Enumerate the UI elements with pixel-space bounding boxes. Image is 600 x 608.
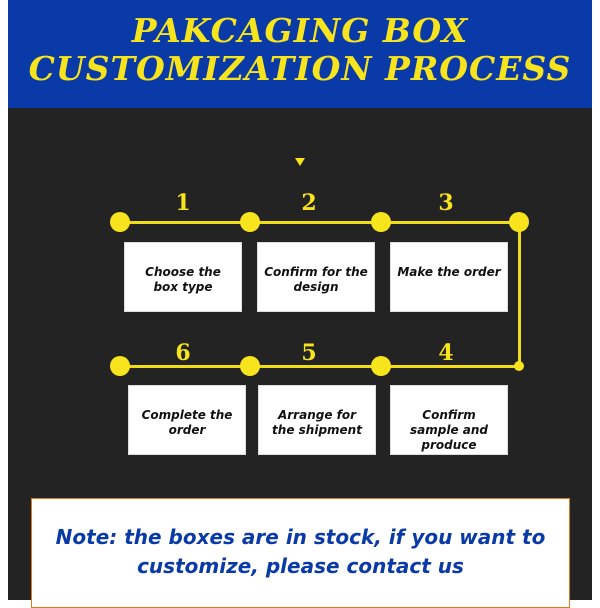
step-number: 3 (438, 190, 454, 216)
node-dot (509, 212, 529, 232)
node-dot (514, 361, 524, 371)
step-card-6: Complete the order (128, 385, 246, 455)
step-number: 6 (175, 340, 191, 366)
step-label: Arrange for the shipment (272, 408, 362, 437)
node-dot (371, 356, 391, 376)
step-label: Make the order (397, 265, 501, 279)
top-connector-line (120, 221, 519, 224)
node-dot (110, 356, 130, 376)
step-card-2: Confirm for the design (257, 242, 375, 312)
right-connector-line (518, 222, 521, 366)
step-card-5: Arrange for the shipment (258, 385, 376, 455)
step-card-1: Choose the box type (124, 242, 242, 312)
step-label: Confirm sample and produce (410, 408, 488, 452)
header-banner: PAKCAGING BOX CUSTOMIZATION PROCESS (8, 0, 592, 108)
title-line-2: CUSTOMIZATION PROCESS (28, 49, 572, 88)
step-number: 5 (301, 340, 317, 366)
node-dot (240, 356, 260, 376)
node-dot (371, 212, 391, 232)
node-dot (240, 212, 260, 232)
title-line-1: PAKCAGING BOX (131, 11, 469, 50)
step-card-4: Confirm sample and produce (390, 385, 508, 455)
step-card-3: Make the order (390, 242, 508, 312)
step-label: Confirm for the design (264, 265, 368, 294)
note-text: Note: the boxes are in stock, if you wan… (55, 525, 546, 578)
step-number: 4 (438, 340, 454, 366)
node-dot (110, 212, 130, 232)
step-label: Complete the order (141, 408, 233, 437)
step-number: 2 (301, 190, 317, 216)
note-box: Note: the boxes are in stock, if you wan… (31, 498, 570, 608)
step-number: 1 (175, 190, 191, 216)
step-label: Choose the box type (145, 265, 221, 294)
down-arrow-icon (295, 158, 305, 166)
bottom-connector-line (120, 365, 519, 368)
